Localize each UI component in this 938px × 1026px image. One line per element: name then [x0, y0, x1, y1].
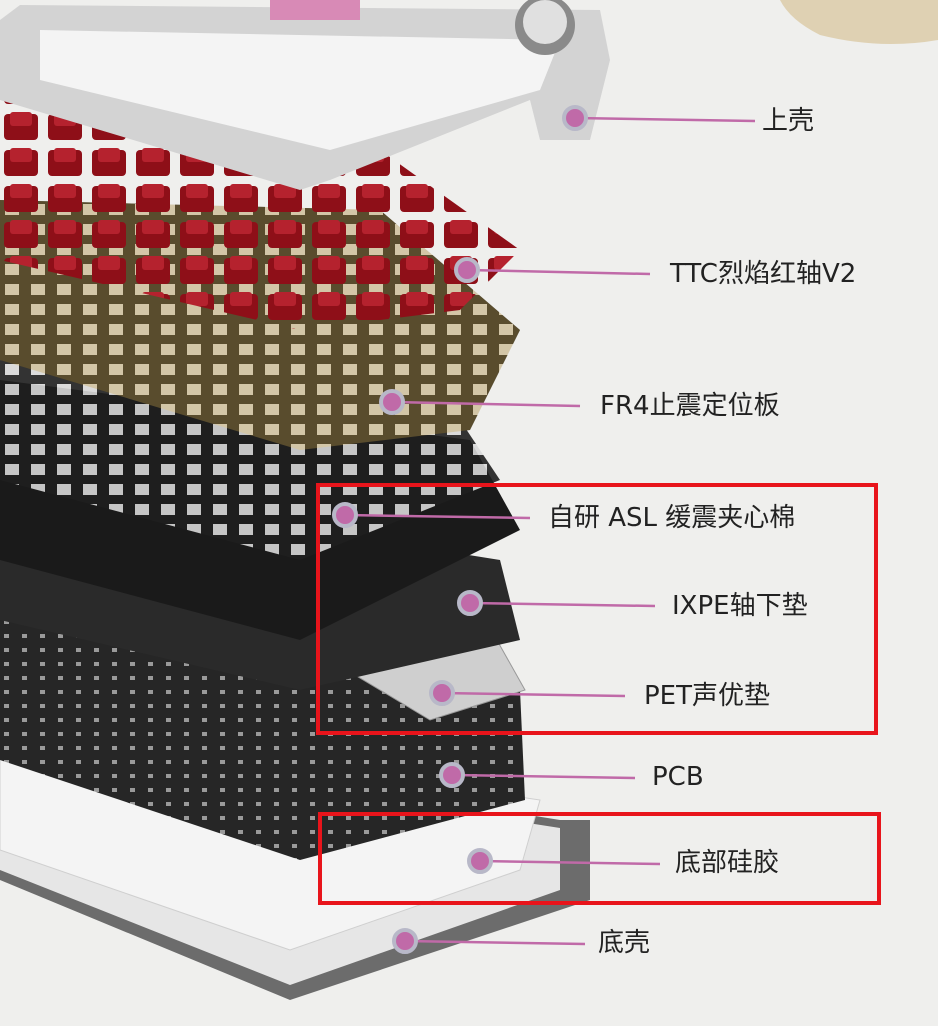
top-case: [0, 0, 610, 190]
label-silicone: 底部硅胶: [675, 848, 780, 878]
label-ixpe: IXPE轴下垫: [672, 591, 808, 621]
callout-dots: [332, 105, 588, 954]
highlight-box-foam-layers: [316, 483, 878, 735]
label-top-case: 上壳: [762, 106, 815, 136]
label-pet: PET声优垫: [644, 681, 770, 711]
label-fr4-plate: FR4止震定位板: [600, 391, 780, 421]
label-pcb: PCB: [652, 762, 704, 792]
label-switches: TTC烈焰红轴V2: [670, 259, 857, 289]
decorative-art-corner: [780, 0, 938, 44]
highlight-box-silicone: [318, 812, 881, 905]
callout-lines: [344, 116, 756, 946]
ttc-switches: [0, 90, 520, 330]
label-asl-foam: 自研 ASL 缓震夹心棉: [548, 503, 796, 533]
label-bottom-case: 底壳: [598, 928, 651, 958]
